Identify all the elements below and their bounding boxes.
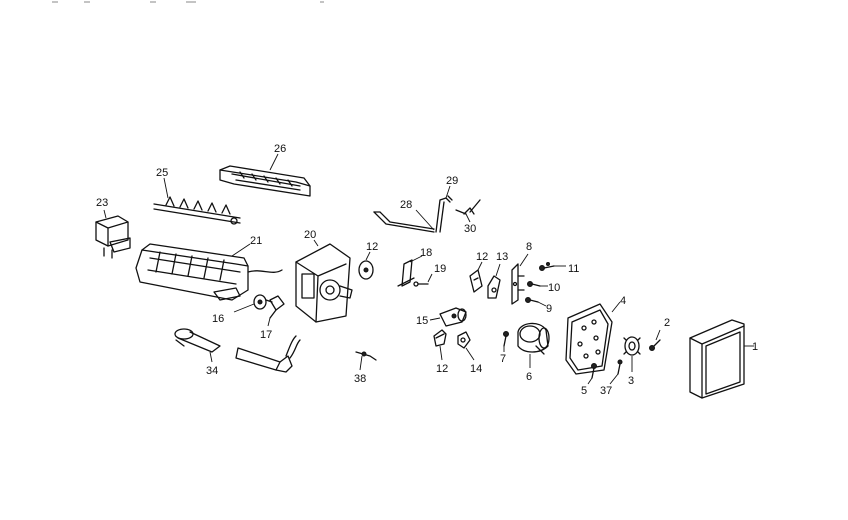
callout-19: 19 (434, 263, 446, 275)
callout-21: 21 (250, 235, 262, 247)
callout-13: 13 (496, 251, 508, 263)
part-18-lever (397, 259, 415, 287)
part-4-mounting-plate (565, 303, 613, 375)
callout-7: 7 (500, 353, 506, 365)
callout-3: 3 (628, 375, 634, 387)
callout-labels: 1 2 3 4 5 6 7 8 9 10 11 12 12 12 13 14 1… (96, 143, 758, 397)
callout-18: 18 (420, 247, 432, 259)
part-21-mold (135, 243, 283, 301)
callout-2: 2 (664, 317, 670, 329)
callout-5: 5 (581, 385, 587, 397)
part-29-shaft (435, 195, 453, 233)
part-14-switch (457, 331, 471, 349)
part-12-plate-top (358, 260, 374, 280)
callout-20: 20 (304, 229, 316, 241)
part-17-connector (269, 295, 285, 319)
callout-28: 28 (400, 199, 412, 211)
callout-14: 14 (470, 363, 482, 375)
callout-6: 6 (526, 371, 532, 383)
callout-10: 10 (548, 282, 560, 294)
part-16-knob (253, 294, 273, 310)
leader-lines (103, 153, 754, 385)
part-13-bracket (487, 275, 501, 299)
part-38-clip (355, 351, 377, 361)
part-26-cover-bar (219, 165, 311, 197)
part-30-spring (455, 199, 481, 215)
callout-12-top: 12 (366, 241, 378, 253)
part-1-cover (689, 319, 745, 399)
callout-37: 37 (600, 385, 612, 397)
callout-30: 30 (464, 223, 476, 235)
part-28-arm (373, 211, 435, 233)
callout-26: 26 (274, 143, 286, 155)
parts-5-37-screws (591, 359, 623, 379)
callout-34: 34 (206, 365, 218, 377)
callout-9: 9 (546, 303, 552, 315)
part-12-clip-mid (469, 269, 483, 293)
callout-8: 8 (526, 241, 532, 253)
part-6-motor (517, 322, 550, 355)
part-23-bracket (95, 215, 131, 259)
callout-23: 23 (96, 197, 108, 209)
part-15-thermostat (439, 307, 467, 327)
callout-29: 29 (446, 175, 458, 187)
part-25-ejector (153, 196, 241, 225)
callout-12-bottom: 12 (436, 363, 448, 375)
callout-1: 1 (752, 341, 758, 353)
part-7-screw (503, 331, 509, 347)
callout-15: 15 (416, 315, 428, 327)
part-20-module (295, 243, 353, 323)
callout-12-mid: 12 (476, 251, 488, 263)
callout-38: 38 (354, 373, 366, 385)
part-12-block-bottom (433, 329, 447, 347)
callout-16: 16 (212, 313, 224, 325)
part-3-gear (623, 336, 641, 356)
callout-4: 4 (620, 295, 626, 307)
part-34-fill-tube (174, 328, 301, 373)
callout-25: 25 (156, 167, 168, 179)
callout-11: 11 (568, 263, 579, 275)
part-8-contact (511, 263, 525, 305)
part-19-screw (413, 281, 429, 287)
callout-17: 17 (260, 329, 272, 341)
part-2-screw (649, 339, 661, 351)
parts-9-10-11-screws (525, 262, 555, 303)
